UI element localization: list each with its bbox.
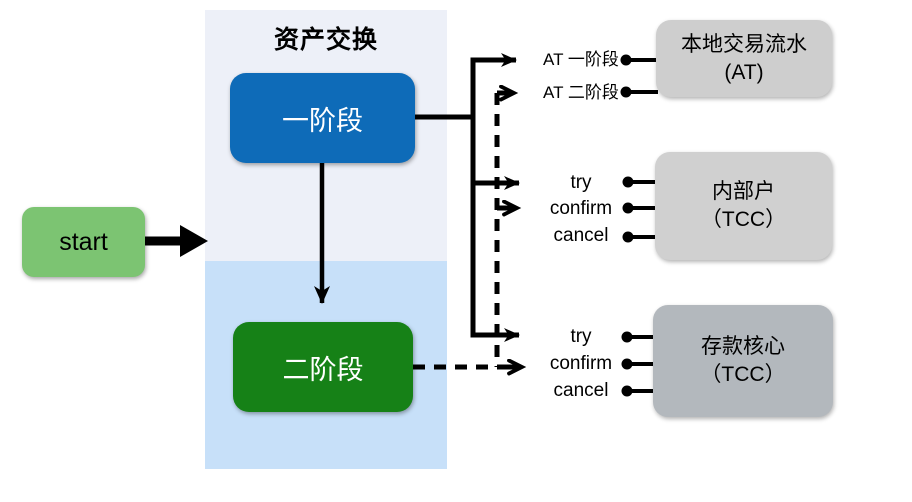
panel-title: 资产交换 xyxy=(273,26,378,54)
edge-label-cancel-bottom: cancel xyxy=(553,380,609,401)
phase2-node: 二阶段 xyxy=(233,322,413,412)
target-local-transaction-log: 本地交易流水 (AT) xyxy=(656,20,832,97)
target-internal-account: 内部户 （TCC） xyxy=(655,152,832,260)
edge-label-at-phase1: AT 一阶段 xyxy=(543,50,619,69)
target-line1: 内部户 xyxy=(712,180,775,204)
start-node-label: start xyxy=(59,227,108,256)
edge-label-try-mid: try xyxy=(570,172,592,193)
edge-label-confirm-bottom: confirm xyxy=(549,353,613,374)
start-node: start xyxy=(22,207,145,277)
edge-label-cancel-mid: cancel xyxy=(553,225,609,246)
start-arrow xyxy=(145,225,208,257)
phase1-node-label: 一阶段 xyxy=(282,105,363,136)
target-deposit-core: 存款核心 （TCC） xyxy=(653,305,833,417)
target-line1: 存款核心 xyxy=(701,335,785,359)
target-line2: （TCC） xyxy=(700,363,786,386)
target-line2: （TCC） xyxy=(700,208,787,231)
target-line2: (AT) xyxy=(724,60,764,84)
edge-label-try-bottom: try xyxy=(570,326,592,347)
phase1-node: 一阶段 xyxy=(230,73,415,163)
edge-label-confirm-mid: confirm xyxy=(549,198,613,219)
edge-label-at-phase2: AT 二阶段 xyxy=(543,83,619,102)
phase2-node-label: 二阶段 xyxy=(282,354,364,385)
target-line1: 本地交易流水 xyxy=(681,32,807,56)
